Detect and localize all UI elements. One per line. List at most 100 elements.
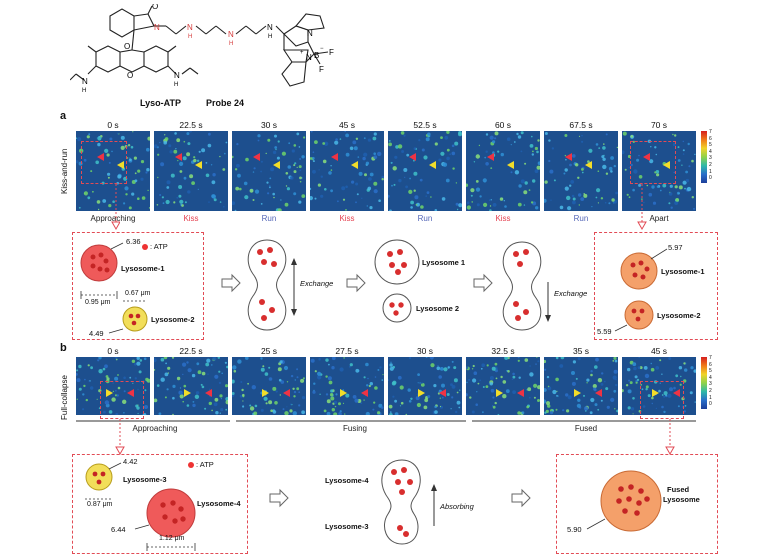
lysosome-3-label: Lysosome-3 (123, 475, 167, 484)
colorbar-tick: 4 (709, 148, 712, 155)
time-label: 60 s (494, 120, 512, 130)
atom-f-1: F (329, 48, 334, 57)
time-label: 35 s (572, 346, 590, 356)
time-label: 67.5 s (569, 120, 593, 130)
stage-caption: Run (417, 214, 433, 223)
phase-approaching: Approaching (132, 424, 178, 433)
atom-n-bodipy-2: N (306, 53, 312, 62)
value-top-a-left: 6.36 (126, 237, 141, 246)
stage-caption: Kiss (339, 214, 355, 223)
connector-arrow-b-left (115, 419, 125, 456)
highlight-box-b-end (640, 381, 684, 419)
time-label: 25 s (260, 346, 278, 356)
hollow-arrow-3 (473, 273, 493, 293)
yellow-marker (507, 161, 514, 169)
micrograph-frame (388, 357, 462, 415)
micrograph-frame (154, 131, 228, 211)
micrograph-frame (76, 131, 150, 211)
stage-caption: Run (261, 214, 277, 223)
stage-caption: Approaching (90, 214, 136, 223)
lysosome-1-label-after: Lysosome-1 (661, 267, 705, 276)
fused-label-line2: Lysosome (663, 495, 700, 504)
probe-number: Probe 24 (206, 98, 245, 108)
atp-legend-label: : ATP (150, 242, 168, 251)
micrograph-frame (466, 357, 540, 415)
mid-lysosome-2-label: Lysosome 2 (416, 304, 460, 313)
kiss-run-diagram (221, 239, 551, 331)
yellow-marker (184, 389, 191, 397)
red-marker (643, 153, 650, 161)
colorbar-tick: 3 (709, 155, 712, 162)
colorbar-tick: 3 (709, 381, 712, 388)
fused-label-line1: Fused (667, 485, 690, 494)
red-marker (331, 153, 338, 161)
connector-arrow-a-right (637, 184, 647, 231)
red-marker (409, 153, 416, 161)
colorbar-tick: 7 (709, 129, 712, 135)
atom-n-bodipy-1: N (307, 29, 313, 38)
red-marker (439, 389, 446, 397)
highlight-box-a-end (630, 141, 676, 184)
time-label: 45 s (650, 346, 668, 356)
fused-lysosome-sphere (600, 470, 662, 532)
mid-lysosome-3-label: Lysosome-3 (325, 522, 369, 531)
red-marker (487, 153, 494, 161)
red-marker (361, 389, 368, 397)
lysosome-2-label-after: Lysosome-2 (657, 311, 701, 320)
atom-h-left: H (82, 88, 86, 94)
red-marker (673, 389, 680, 397)
atom-o: O (152, 4, 158, 11)
hollow-arrow-1 (221, 273, 241, 293)
stage-caption: Run (573, 214, 589, 223)
atom-n-linker-2: N (228, 30, 234, 39)
micrograph-frame (232, 357, 306, 415)
colorbar-tick: 1 (709, 168, 712, 175)
atp-legend-dot-b (188, 462, 194, 468)
micrograph-frame (154, 357, 228, 415)
atom-n-right: N (174, 71, 180, 80)
colorbar-tick: 2 (709, 388, 712, 394)
phase-lines (76, 420, 696, 422)
fused-value: 5.90 (567, 525, 582, 534)
lysosome-3-sphere (85, 463, 113, 491)
yellow-marker (663, 161, 670, 169)
fusion-lysosome-1 (247, 239, 287, 331)
colorbar-a (701, 131, 707, 183)
lysosome-4-sphere (146, 488, 196, 538)
colorbar-tick: 5 (709, 142, 712, 149)
separate-lysosome-1 (374, 239, 420, 285)
yellow-marker (262, 389, 269, 397)
mid-lysosome-4-label: Lysosome-4 (325, 476, 369, 485)
lysosome-1-sphere-after (620, 252, 658, 290)
highlight-box-a-start (81, 141, 127, 184)
panel-a-side-label: Kiss-and-run (60, 148, 69, 194)
colorbar-tick: 6 (709, 135, 712, 142)
colorbar-tick: 0 (709, 175, 712, 182)
lysosome-2-label: Lysosome-2 (151, 315, 195, 324)
atom-charge: + (300, 50, 304, 56)
exchange-label-2: Exchange (554, 289, 588, 298)
yellow-marker (340, 389, 347, 397)
atom-h-linker-3: H (268, 34, 272, 40)
colorbar-tick: 2 (709, 162, 712, 168)
probe-name: Lyso-ATP (140, 98, 182, 108)
red-marker (127, 389, 134, 397)
separate-lysosome-2 (382, 293, 412, 323)
atp-legend-label-b: : ATP (196, 460, 214, 469)
micrograph-frame (622, 131, 696, 211)
time-label: 70 s (650, 120, 668, 130)
atom-charge-minus: − (320, 46, 324, 52)
yellow-marker (429, 161, 436, 169)
atom-n-amide: N (154, 23, 160, 32)
mid-lysosome-1-label: Lysosome 1 (422, 258, 466, 267)
value-bottom-a-right: 5.59 (597, 327, 612, 336)
highlight-box-b-start (100, 381, 144, 419)
phase-fused: Fused (574, 424, 598, 433)
atom-f-2: F (319, 65, 324, 74)
yellow-marker (652, 389, 659, 397)
panel-a-letter: a (60, 110, 67, 122)
atom-o-bridge: O (127, 71, 133, 80)
hollow-arrow-b-1 (269, 488, 289, 508)
panel-b-left-box: 4.42 : ATP Lysosome-3 0.87 μm Lysosome-4… (72, 454, 248, 554)
red-marker (253, 153, 260, 161)
